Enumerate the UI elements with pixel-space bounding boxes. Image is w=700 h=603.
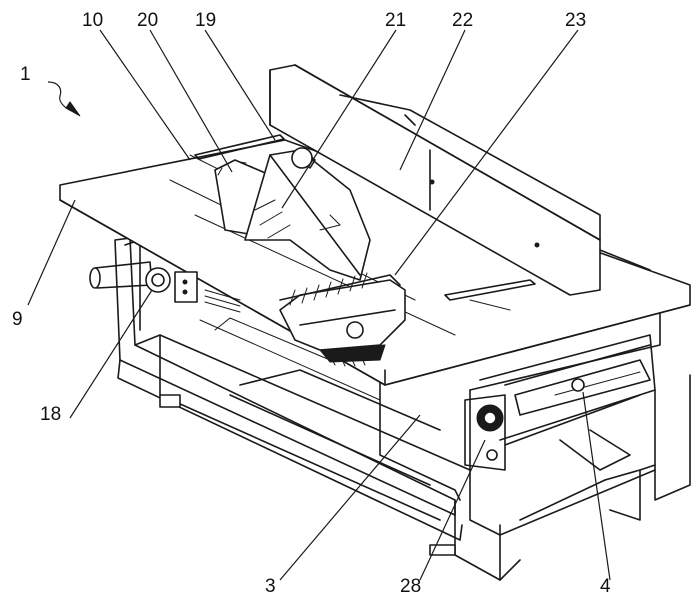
blade-guard: [244, 147, 371, 281]
callout-19: 19: [195, 10, 216, 31]
lock-knob: [464, 394, 506, 471]
callout-22: 22: [452, 10, 473, 31]
table-top: [59, 134, 691, 386]
callout-28: 28: [400, 576, 421, 597]
callout-10: 10: [82, 10, 103, 31]
callout-labels: 1 10 20 19 21 22 23 9 18 3 28 4: [12, 10, 611, 597]
callout-1: 1: [20, 64, 31, 85]
rip-fence: [269, 64, 651, 296]
leader-lines: [27, 29, 611, 581]
callout-9: 9: [12, 309, 23, 330]
ref-arrow: [47, 81, 81, 117]
miter-gauge: [279, 272, 406, 367]
callout-23: 23: [565, 10, 586, 31]
callout-3: 3: [265, 576, 276, 597]
left-crank: [89, 261, 241, 313]
callout-4: 4: [600, 576, 611, 597]
base-frame: [114, 237, 691, 581]
callout-18: 18: [40, 404, 61, 425]
callout-20: 20: [137, 10, 158, 31]
callout-21: 21: [385, 10, 406, 31]
